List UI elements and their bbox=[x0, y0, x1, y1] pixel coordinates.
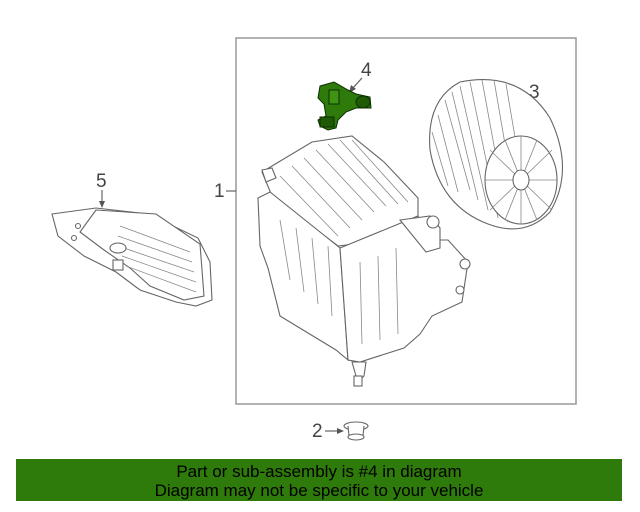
callout-2: 2 bbox=[312, 421, 323, 442]
callout-1: 1 bbox=[214, 181, 225, 202]
info-banner: Part or sub-assembly is #4 in diagram Di… bbox=[16, 459, 622, 501]
banner-line-1: Part or sub-assembly is #4 in diagram bbox=[176, 462, 462, 481]
sensor-icon bbox=[317, 81, 372, 131]
blower-wheel-part bbox=[429, 79, 563, 230]
grommet-part bbox=[343, 421, 369, 441]
air-box-housing-part bbox=[257, 135, 471, 387]
callout-3: 3 bbox=[529, 82, 540, 103]
banner-line-2: Diagram may not be specific to your vehi… bbox=[154, 481, 484, 500]
callout-5: 5 bbox=[96, 171, 107, 192]
callout-2-arrowhead bbox=[337, 428, 344, 434]
assembly-frame bbox=[235, 37, 577, 405]
filter-housing-part bbox=[51, 207, 213, 307]
callout-5-arrowhead bbox=[99, 201, 105, 208]
callout-4: 4 bbox=[361, 60, 372, 81]
